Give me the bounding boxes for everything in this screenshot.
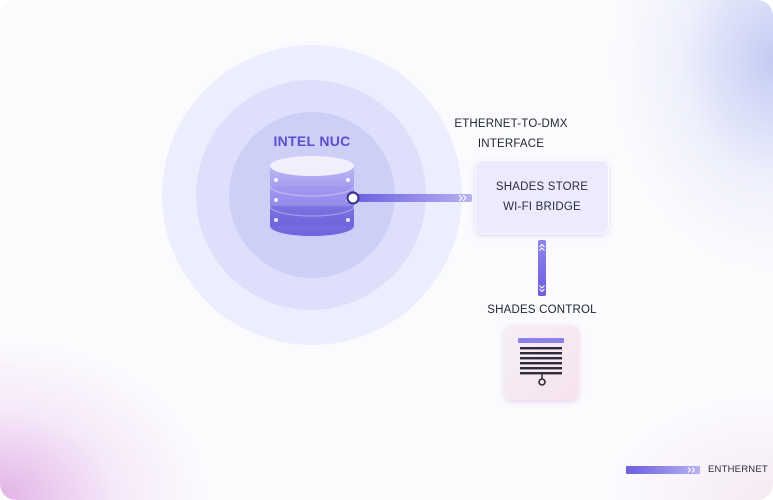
ethernet-legend-swatch: [626, 465, 700, 474]
interface-label-line1: ETHERNET-TO-DMX: [454, 118, 568, 130]
ethernet-link-horizontal: [346, 191, 472, 205]
ethernet-link-vertical: [538, 240, 546, 296]
legend: ENTHERNET: [626, 464, 768, 475]
interface-label-line2: INTERFACE: [477, 138, 545, 150]
shades-control-title: SHADES CONTROL: [487, 304, 597, 316]
bridge-label-line1: SHADES STORE: [495, 181, 589, 193]
wifi-bridge-node[interactable]: SHADES STORE WI-FI BRIDGE: [475, 160, 609, 234]
database-server-icon: [269, 156, 355, 236]
legend-label: ENTHERNET: [708, 464, 768, 475]
window-shade-icon: [518, 338, 564, 386]
bridge-label-line2: WI-FI BRIDGE: [503, 201, 581, 213]
server-title: INTEL NUC: [273, 133, 351, 149]
